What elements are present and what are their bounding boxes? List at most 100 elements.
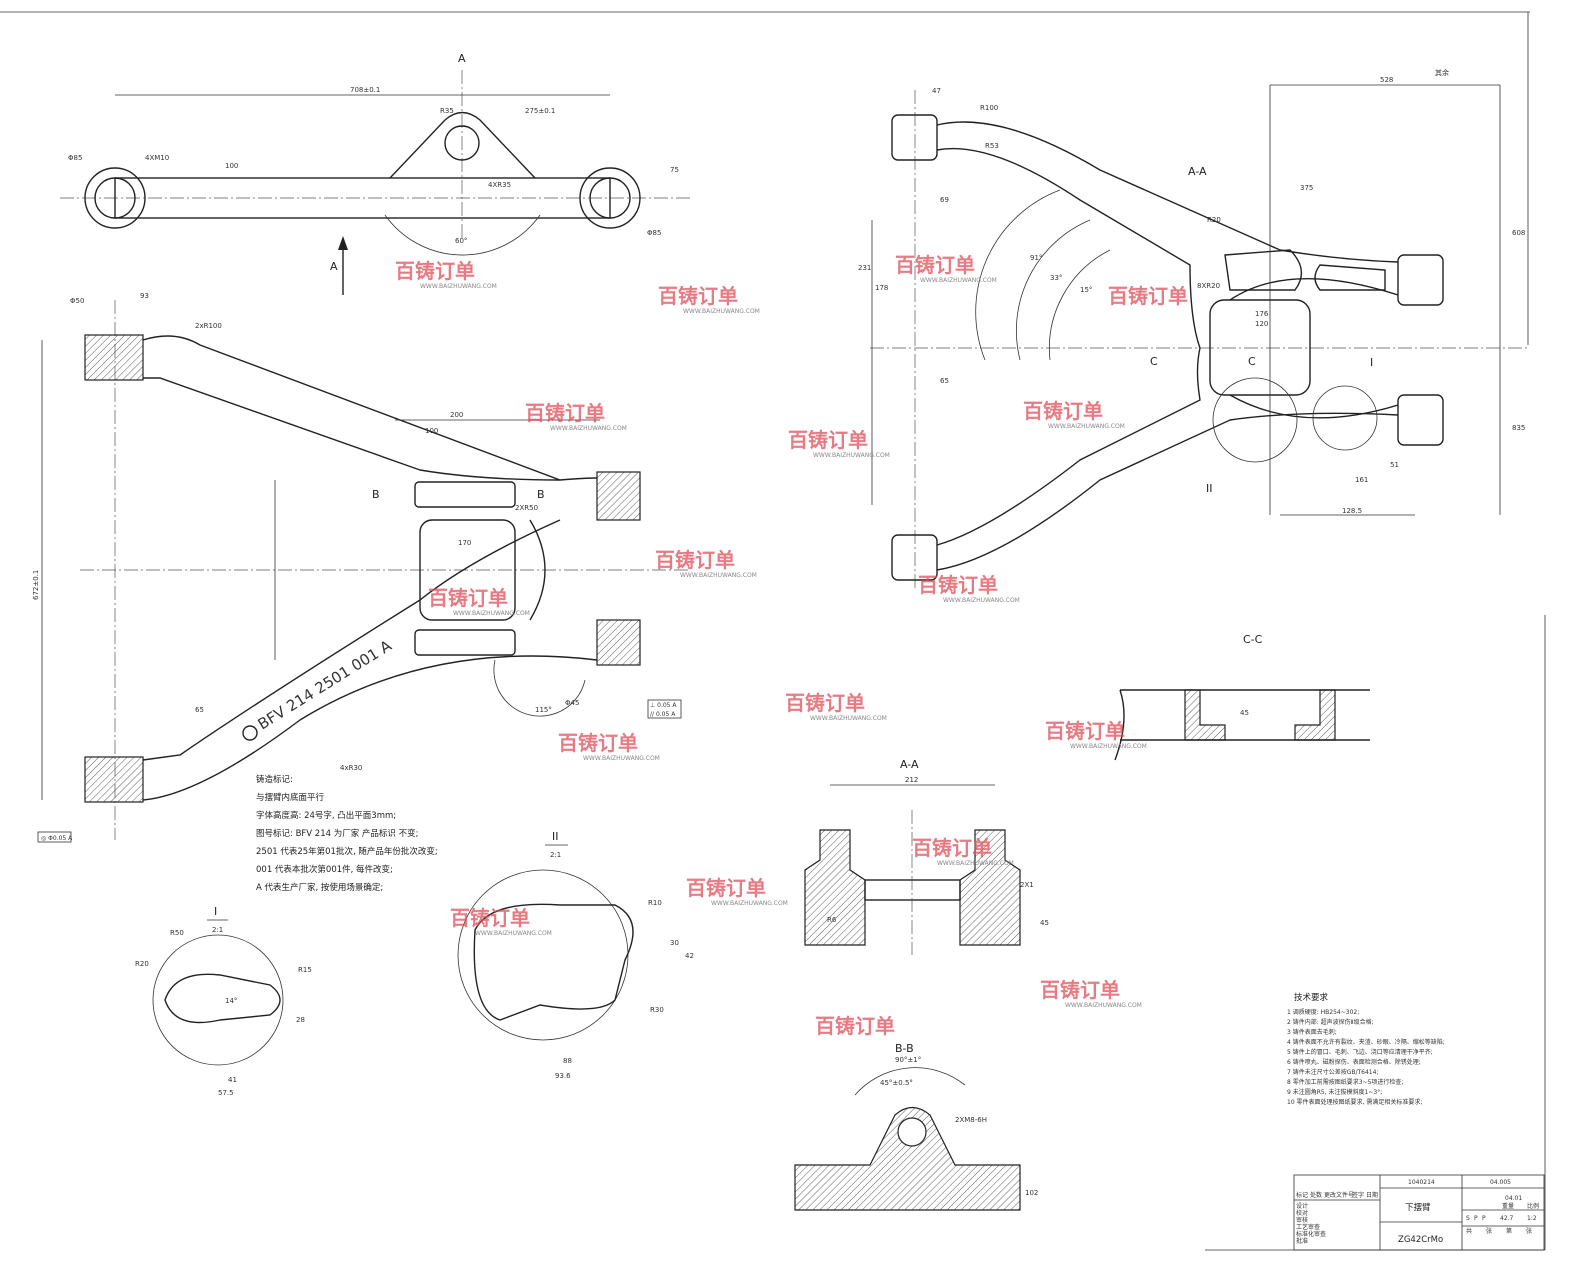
dim-r50: R50 bbox=[170, 929, 184, 937]
dim-42: 42 bbox=[685, 952, 694, 960]
casting-notes: 铸造标记: 与摆臂内底面平行 字体高度高: 24号字, 凸出平面3mm; 图号标… bbox=[256, 774, 438, 893]
dim-2x1: 2X1 bbox=[1020, 881, 1034, 889]
sheet-label: 共 bbox=[1466, 1227, 1472, 1235]
watermark-logo: 百铸订单 bbox=[658, 284, 738, 308]
dim-r10: R10 bbox=[648, 899, 662, 907]
watermark-url: WWW.BAIZHUWANG.COM bbox=[1065, 1002, 1142, 1009]
watermark-logo: 百铸订单 bbox=[686, 876, 766, 900]
row-label: 校对 bbox=[1296, 1209, 1308, 1217]
detail-1: I 2:1 R50 R20 R15 14° 41 57.5 28 bbox=[135, 905, 312, 1097]
dim-178: 178 bbox=[875, 284, 888, 292]
dim-375: 375 bbox=[1300, 184, 1313, 192]
dim-15deg: 15° bbox=[1080, 286, 1092, 294]
dim-thread: 4XM10 bbox=[145, 154, 169, 162]
watermark-logo: 百铸订单 bbox=[815, 1014, 895, 1038]
dim-608: 608 bbox=[1512, 229, 1525, 237]
dim-75: 75 bbox=[670, 166, 679, 174]
direction-arrow-label: A bbox=[330, 260, 338, 273]
dim-r20: R20 bbox=[135, 960, 149, 968]
dim-2xr50: 2XR50 bbox=[515, 504, 538, 512]
sheet-label: 张 bbox=[1486, 1227, 1492, 1235]
dim-half-length: 275±0.1 bbox=[525, 107, 555, 115]
header-label: 签字 bbox=[1352, 1191, 1364, 1199]
dim-4xr35: 4XR35 bbox=[488, 181, 511, 189]
part-number: 04.005 bbox=[1490, 1179, 1511, 1186]
row-label: 审核 bbox=[1296, 1216, 1308, 1224]
dim-height: 100 bbox=[225, 162, 238, 170]
dim-overall-length: 708±0.1 bbox=[350, 86, 380, 94]
dim-51: 51 bbox=[1390, 461, 1399, 469]
section-a-a: A-A 212 45 R6 2X1 bbox=[804, 758, 1049, 955]
section-aa-title: A-A bbox=[900, 758, 919, 771]
part-name: 下摆臂 bbox=[1405, 1202, 1431, 1213]
watermark-logo: 百铸订单 bbox=[912, 836, 992, 860]
watermark-logo: 百铸订单 bbox=[1040, 978, 1120, 1002]
tech-req-line: 8 零件加工前需按图纸要求3~5项进行检查; bbox=[1287, 1078, 1403, 1086]
section-b-marker-left: B bbox=[372, 488, 380, 501]
scale-label: 比例 bbox=[1527, 1202, 1539, 1210]
tech-req-line: 4 铸件表面不允许有裂纹、夹渣、砂眼、冷隔、缩松等缺陷; bbox=[1287, 1038, 1445, 1046]
row-label: 标准化审查 bbox=[1296, 1230, 1326, 1238]
drawing-code: 1040214 bbox=[1408, 1179, 1435, 1186]
tech-req-line: 6 铸件喷丸、磁粉探伤、表面检测合格、除锈处理; bbox=[1287, 1058, 1421, 1066]
dim-2xm8: 2XM8-6H bbox=[955, 1116, 987, 1124]
casting-note: 字体高度高: 24号字, 凸出平面3mm; bbox=[256, 810, 396, 821]
scale: 1:2 bbox=[1527, 1215, 1537, 1222]
casting-note: A 代表生产厂家, 按使用场景确定; bbox=[256, 882, 383, 893]
detail-2-scale: 2:1 bbox=[550, 851, 561, 859]
watermark-url: WWW.BAIZHUWANG.COM bbox=[453, 610, 530, 617]
dim-45: 45 bbox=[1040, 919, 1049, 927]
tolerance-parallel: // 0.05 A bbox=[650, 711, 676, 718]
section-b-b: B-B 90°±1° 45°±0.5° 2XM8-6H 102 bbox=[794, 1042, 1038, 1211]
dim-r100: R100 bbox=[980, 104, 998, 112]
header-label: 更改文件号 bbox=[1324, 1191, 1354, 1199]
watermark-url: WWW.BAIZHUWANG.COM bbox=[583, 755, 660, 762]
watermark-url: WWW.BAIZHUWANG.COM bbox=[1070, 743, 1147, 750]
dim-115deg: 115° bbox=[535, 706, 552, 714]
watermark-url: WWW.BAIZHUWANG.COM bbox=[550, 425, 627, 432]
sheet-label: 第 bbox=[1506, 1227, 1512, 1235]
dim-65: 65 bbox=[940, 377, 949, 385]
watermark-logo: 百铸订单 bbox=[918, 573, 998, 597]
section-c-marker-left: C bbox=[1150, 355, 1158, 368]
row-label: 设计 bbox=[1296, 1202, 1308, 1210]
dim-161: 161 bbox=[1355, 476, 1368, 484]
dim-angle: 60° bbox=[455, 237, 467, 245]
dim-128-5: 128.5 bbox=[1342, 507, 1362, 515]
tech-req-line: 10 零件表面处理按图纸要求, 需满足相关标准要求; bbox=[1287, 1098, 1422, 1106]
dim-47: 47 bbox=[932, 87, 941, 95]
watermark-logo: 百铸订单 bbox=[895, 253, 975, 277]
mark-letter: P bbox=[1482, 1215, 1486, 1222]
tech-req-line: 2 铸件内部: 超声波探伤Ⅱ级合格; bbox=[1287, 1018, 1374, 1026]
tolerance-frame: ◎ Φ0.05 A bbox=[41, 835, 73, 842]
dim-45deg: 45°±0.5° bbox=[880, 1079, 913, 1087]
watermark-url: WWW.BAIZHUWANG.COM bbox=[937, 860, 1014, 867]
dim-93: 93 bbox=[140, 292, 149, 300]
section-b-marker-right: B bbox=[537, 488, 545, 501]
watermark-url: WWW.BAIZHUWANG.COM bbox=[1048, 423, 1125, 430]
watermark-url: WWW.BAIZHUWANG.COM bbox=[475, 930, 552, 937]
dim-91deg: 91° bbox=[1030, 254, 1042, 262]
stage: 04.01 bbox=[1505, 1195, 1522, 1202]
watermark-logo: 百铸订单 bbox=[1023, 399, 1103, 423]
dim-93-6: 93.6 bbox=[555, 1072, 571, 1080]
watermark-logo: 百铸订单 bbox=[788, 428, 868, 452]
dim-30: 30 bbox=[670, 939, 679, 947]
dim-r30: R30 bbox=[650, 1006, 664, 1014]
dim-45: 45 bbox=[1240, 709, 1249, 717]
header-label: 处数 bbox=[1310, 1191, 1322, 1199]
tech-req-title: 技术要求 bbox=[1294, 992, 1329, 1003]
dim-4xr30: 4xR30 bbox=[340, 764, 362, 772]
dim-231: 231 bbox=[858, 264, 871, 272]
weight: 42.7 bbox=[1500, 1215, 1514, 1222]
dim-r15: R15 bbox=[298, 966, 312, 974]
dim-90deg: 90°±1° bbox=[895, 1056, 921, 1064]
dim-r6: R6 bbox=[827, 916, 837, 924]
dim-212: 212 bbox=[905, 776, 918, 784]
section-a-marker: A-A bbox=[1188, 165, 1207, 178]
casting-notes-title: 铸造标记: bbox=[256, 774, 293, 785]
section-cc-title: C-C bbox=[1243, 633, 1263, 646]
dim-528: 528 bbox=[1380, 76, 1393, 84]
dim-170: 170 bbox=[458, 539, 471, 547]
